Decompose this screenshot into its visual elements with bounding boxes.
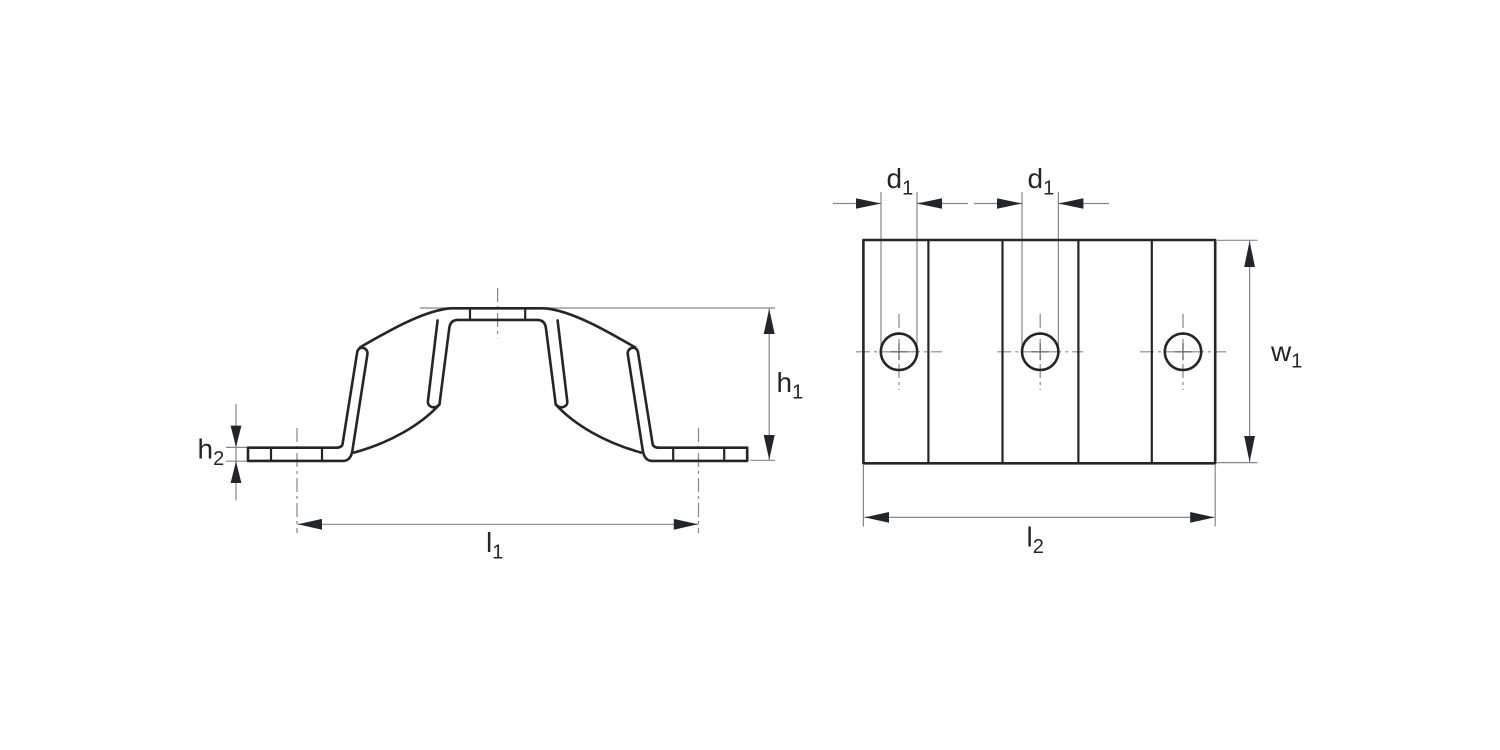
plate-rectangle (862, 238, 1217, 465)
plateau-and-shoulders (358, 307, 637, 349)
w1-dimension-label: w1 (1270, 336, 1302, 373)
l2-dimension-label: l2 (1027, 522, 1044, 559)
top-view-arrows (856, 198, 1255, 523)
l1-dimension-label: l1 (486, 527, 503, 564)
plateau-inner-and-inner-legs (426, 318, 569, 409)
hole-3 (1163, 332, 1203, 372)
left-lower-flank-curve (352, 403, 441, 454)
h1-arrow-down (763, 435, 775, 460)
hole-2 (1020, 332, 1060, 372)
plate-outline (862, 238, 1217, 465)
l1-arrow-left (297, 518, 322, 530)
d1-first-dimension-label: d1 (887, 163, 914, 200)
w1-arrow-up (1244, 241, 1255, 267)
top-view: d1 d1 w1 l2 (833, 163, 1302, 558)
h2-dimension-label: h2 (198, 434, 225, 471)
side-view-arrows (230, 308, 775, 530)
h1-arrow-up (763, 308, 775, 334)
l1-arrow-right (673, 518, 698, 530)
d1-second-arrow-right (997, 198, 1022, 209)
d1-second-arrow-left (1058, 198, 1084, 209)
side-view: h2 h1 l1 (198, 288, 804, 564)
top-view-thin-lines (833, 192, 1258, 527)
side-view-thin-lines (226, 288, 775, 533)
d1-second-dimension-label: d1 (1028, 163, 1055, 200)
l2-arrow-left (864, 512, 889, 523)
right-foot-and-leg (626, 346, 749, 463)
d1-first-arrow-right (856, 198, 881, 209)
h2-arrow-up (230, 461, 242, 483)
h1-dimension-label: h1 (777, 367, 804, 404)
hole-1 (879, 332, 919, 372)
d1-first-arrow-left (917, 198, 942, 209)
l2-arrow-right (1190, 512, 1215, 523)
h2-arrow-down (230, 425, 242, 448)
left-foot-and-leg (246, 346, 369, 463)
bracket-outline (246, 307, 749, 463)
w1-arrow-down (1244, 436, 1255, 462)
right-lower-flank-curve (554, 403, 643, 454)
